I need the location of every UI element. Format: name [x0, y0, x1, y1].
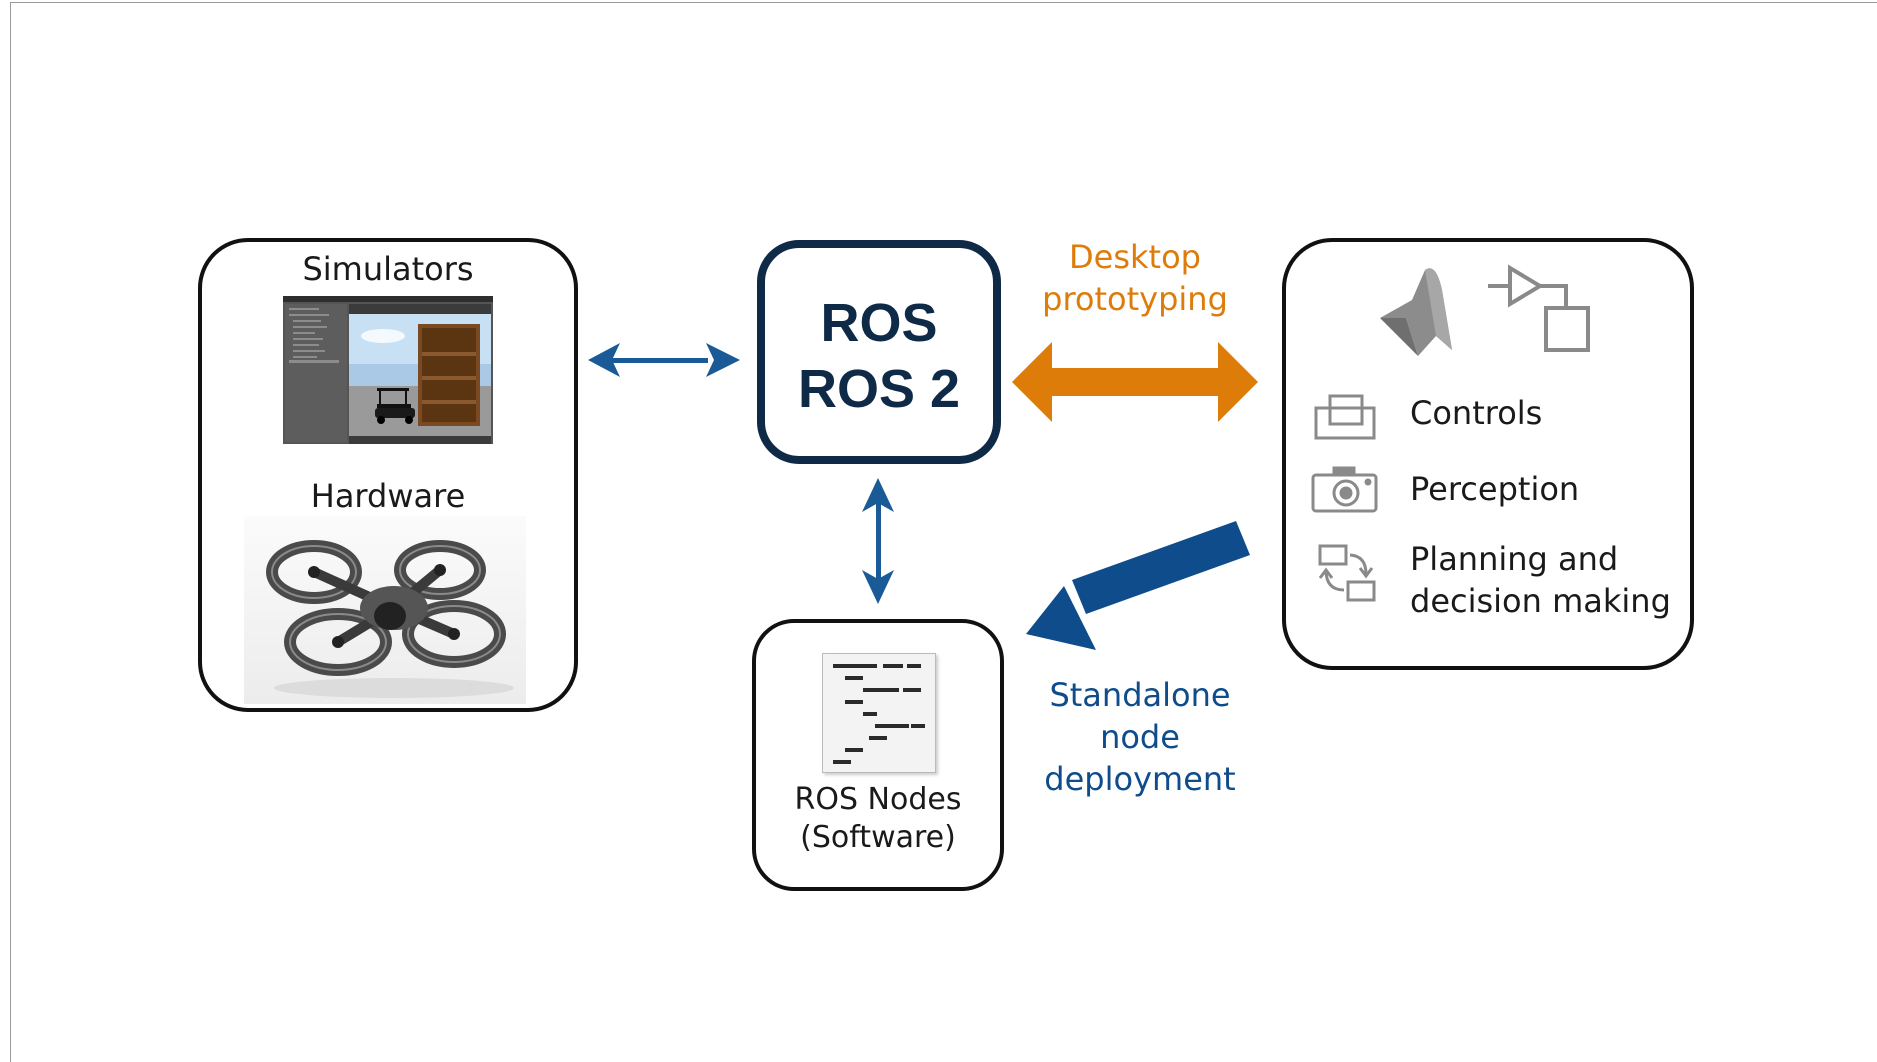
planning-label-line1: Planning and — [1410, 540, 1619, 578]
drone-photo — [244, 516, 526, 704]
simulator-screenshot-art — [283, 296, 493, 444]
controls-label: Controls — [1410, 394, 1543, 432]
desktop-prototyping-arrow — [1012, 342, 1258, 422]
standalone-label-line1: Standalone — [1049, 676, 1231, 714]
ros2-label: ROS 2 — [797, 359, 961, 419]
simulator-screenshot — [283, 296, 493, 444]
standalone-label-line3: deployment — [1044, 760, 1236, 798]
desktop-prototyping-label-line2: prototyping — [1042, 280, 1228, 318]
matlab-capabilities-box — [1282, 238, 1694, 670]
ros-box: ROS ROS 2 — [757, 240, 1001, 464]
desktop-prototyping-label-line1: Desktop — [1069, 238, 1201, 276]
hardware-ros-arrow — [588, 343, 740, 377]
planning-icon — [1318, 544, 1376, 602]
simulink-block-diagram-icon — [1488, 264, 1590, 352]
standalone-label-line2: node — [1100, 718, 1180, 756]
code-document-icon — [822, 653, 936, 773]
camera-icon — [1311, 466, 1378, 513]
perception-label: Perception — [1410, 470, 1580, 508]
ros-label: ROS — [820, 293, 938, 353]
standalone-deployment-arrow — [1026, 521, 1250, 650]
planning-label-line2: decision making — [1410, 582, 1671, 620]
matlab-logo-icon — [1380, 268, 1452, 356]
quadcopter-drone-art — [266, 540, 514, 698]
simulators-label: Simulators — [302, 250, 474, 288]
code-lines-art — [833, 664, 925, 764]
ros-nodes-line1: ROS Nodes — [794, 782, 962, 817]
ros-nodes-line2: (Software) — [800, 820, 956, 855]
ros-nodes-arrow — [862, 478, 894, 604]
controls-icon — [1314, 394, 1376, 440]
hardware-label: Hardware — [310, 477, 466, 515]
slide-frame — [10, 2, 1877, 1062]
